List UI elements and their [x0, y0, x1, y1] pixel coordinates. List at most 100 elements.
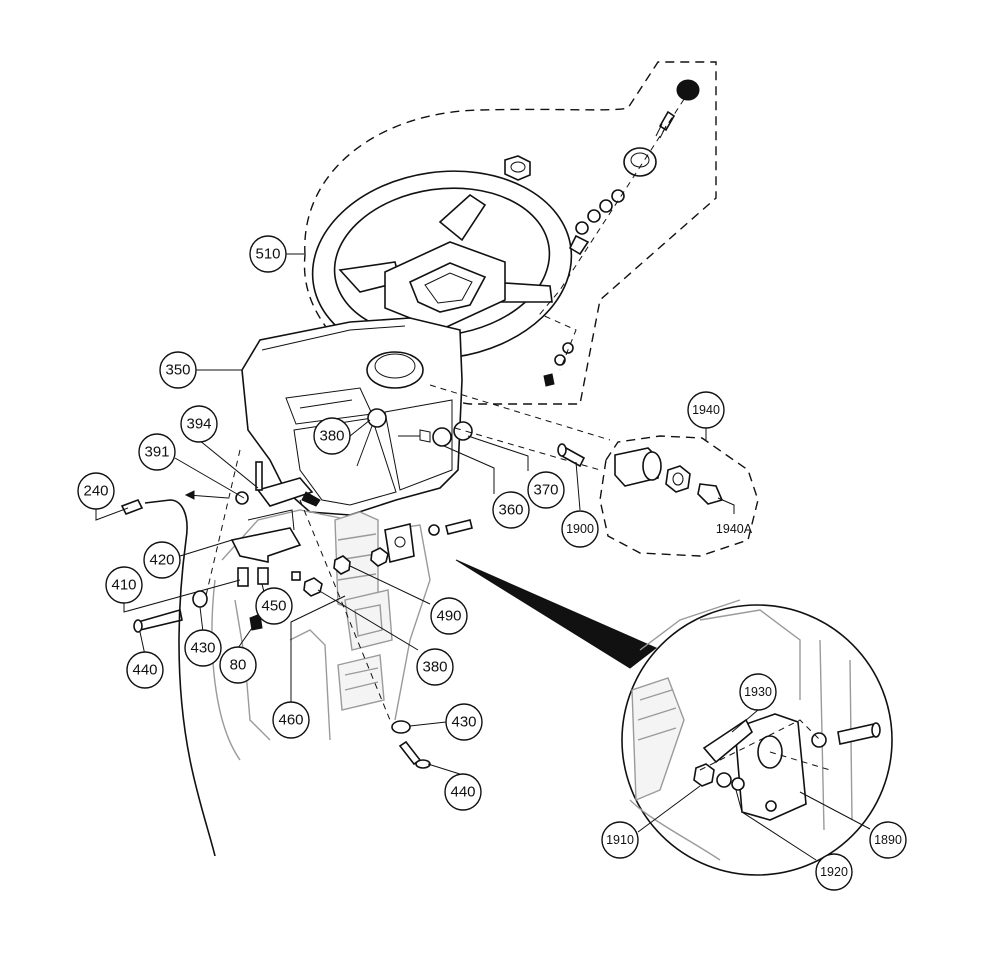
callout-1900: 1900: [561, 510, 599, 548]
callout-label: 1940: [692, 403, 720, 417]
callout-label: 394: [186, 416, 211, 433]
leader-440b: [427, 763, 464, 776]
small-nut: [543, 373, 555, 387]
dash-gauge-face: [374, 353, 416, 379]
steering-wheel-dashed-boundary: [303, 61, 717, 405]
callout-430-lower: 430: [445, 703, 483, 741]
callout-label: 380: [422, 659, 447, 676]
callout-1910: 1910: [601, 821, 639, 859]
nut-490a: [333, 555, 351, 575]
bolt-1900-head: [557, 443, 567, 457]
throttle-washer: [235, 491, 249, 505]
key-switch: [432, 427, 452, 447]
washer-1920: [716, 772, 732, 788]
switch-nut: [419, 429, 431, 443]
throttle-lever-tip: [301, 491, 321, 507]
column-side-bracket-hole: [394, 536, 406, 548]
washer-1: [611, 189, 625, 203]
callout-label: 510: [255, 246, 280, 263]
nut-380: [303, 577, 323, 597]
switch-nut: [665, 465, 691, 493]
steering-wheel-hub-emblem: [424, 272, 473, 304]
leader-1930: [731, 709, 759, 733]
dash-knob: [367, 408, 387, 428]
column-body-right: [289, 629, 331, 741]
horn-button: [623, 147, 657, 177]
column-body-left: [234, 599, 271, 741]
detail-pointer-wedge: [455, 559, 657, 669]
dash-panel-slot: [299, 399, 353, 409]
throttle-bracket-fold: [247, 509, 295, 531]
washer-2: [599, 199, 613, 213]
washer-430-lower: [391, 720, 411, 734]
callout-label: 1920: [820, 865, 848, 879]
leader-1900: [575, 461, 581, 511]
leader-1910: [637, 785, 701, 833]
callout-240: 240: [77, 472, 115, 510]
leader-lines: [95, 253, 871, 861]
switch-group-dashed-boundary: [599, 435, 759, 557]
leader-440a: [139, 631, 146, 656]
stud-450: [257, 567, 269, 585]
bolt-440-lower-head: [415, 759, 431, 769]
throttle-cable: [144, 499, 216, 857]
steering-wheel-spoke-top: [438, 193, 487, 242]
column-mount-hole: [354, 604, 383, 637]
assembly-guide-line-4: [429, 384, 611, 441]
detail-frame-top: [639, 599, 741, 651]
dash-panel-top-lip: [261, 325, 406, 351]
bolt-440-lower: [398, 740, 422, 766]
callout-420: 420: [143, 541, 181, 579]
cable-arrow-head: [184, 490, 195, 500]
callout-label: 410: [111, 577, 136, 594]
callout-label: 490: [436, 608, 461, 625]
screw-80: [249, 613, 263, 631]
leader-360: [443, 445, 495, 494]
callout-label: 1930: [744, 685, 772, 699]
callout-label: 391: [144, 444, 169, 461]
column-side-bracket: [384, 523, 415, 563]
column-lower-panel-lines: [344, 667, 379, 691]
bolt-440-left-head: [133, 619, 143, 633]
callout-80: 80: [219, 646, 257, 684]
callout-label: 420: [149, 552, 174, 569]
callout-380-lower: 380: [416, 648, 454, 686]
callout-510: 510: [249, 235, 287, 273]
assembly-guide-line-2: [299, 499, 391, 721]
switch-nut-hole: [672, 472, 684, 486]
column-body-curve: [211, 579, 241, 761]
callout-label: 440: [450, 784, 475, 801]
callout-430-left: 430: [184, 629, 222, 667]
callout-394: 394: [180, 405, 218, 443]
leader-380a: [349, 419, 371, 437]
leader-80: [237, 627, 253, 649]
assembly-guide-line-3: [204, 449, 241, 601]
callout-1890: 1890: [869, 821, 907, 859]
callout-label: 380: [319, 428, 344, 445]
callout-1940: 1940: [687, 391, 725, 429]
callout-label: 1910: [606, 833, 634, 847]
throttle-bracket: [230, 527, 302, 563]
callout-label: 450: [261, 598, 286, 615]
dash-panel-right-face: [384, 399, 453, 491]
bolt-440-left: [137, 608, 183, 631]
callout-410: 410: [105, 566, 143, 604]
steering-hub-nut: [504, 155, 531, 181]
callout-label: 440: [132, 662, 157, 679]
callout-label: 240: [83, 483, 108, 500]
stud-410: [237, 567, 249, 587]
bolt-430-upper: [445, 519, 473, 535]
leader-370: [467, 435, 529, 471]
callout-label: 1900: [566, 522, 594, 536]
callout-490: 490: [430, 597, 468, 635]
callout-370: 370: [527, 471, 565, 509]
callout-label: 460: [278, 712, 303, 729]
leader-1890: [799, 791, 871, 830]
toggle-switch: [453, 421, 473, 441]
dash-gauge: [366, 351, 424, 389]
detail-lower-curve: [629, 799, 721, 861]
detail-column-ribs: [637, 689, 677, 741]
leader-394: [198, 439, 259, 489]
detail-washer: [811, 732, 827, 748]
